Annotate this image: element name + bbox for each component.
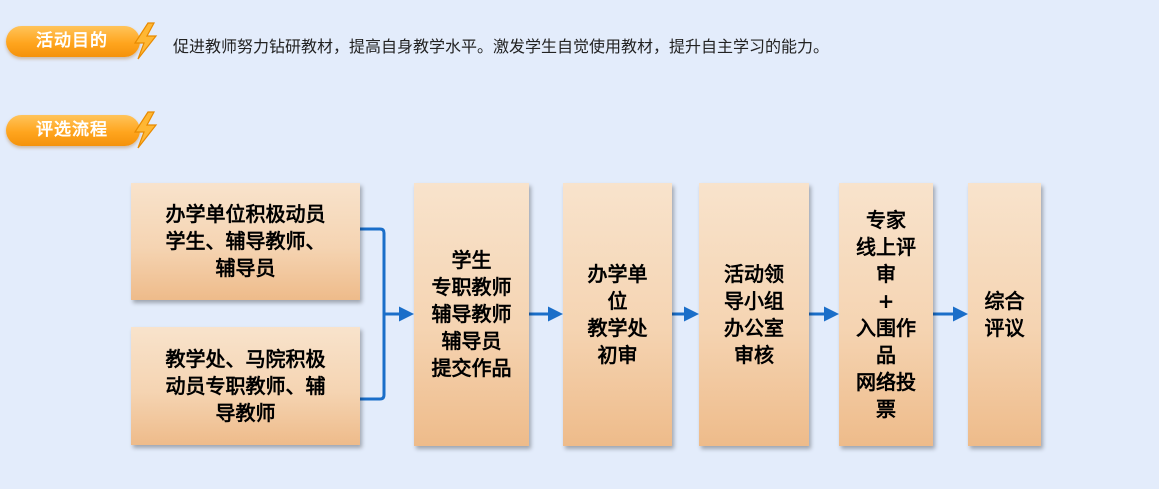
lightning-icon <box>133 22 158 60</box>
source-box-label: 办学单位积极动员 学生、辅导教师、 辅导员 <box>165 202 326 280</box>
source-box-units: 办学单位积极动员 学生、辅导教师、 辅导员 <box>131 183 360 300</box>
source-box-label: 教学处、马院积极 动员专职教师、辅 导教师 <box>165 346 326 425</box>
process-badge: 评选流程 <box>6 111 158 149</box>
process-badge-label: 评选流程 <box>36 120 108 140</box>
step-box-expert-review: 专家 线上评 审 + 入围作 品 网络投 票 <box>839 183 933 446</box>
step-box-label: 学生 专职教师 辅导教师 辅导员 提交作品 <box>431 248 512 380</box>
process-badge-pill: 评选流程 <box>6 115 140 146</box>
step-box-label: 活动领 导小组 办公室 审核 <box>724 261 784 367</box>
source-box-teaching-office: 教学处、马院积极 动员专职教师、辅 导教师 <box>131 327 360 445</box>
step-box-label: 综合 评议 <box>984 288 1025 340</box>
purpose-text: 促进教师努力钻研教材，提高自身教学水平。激发学生自觉使用教材，提升自主学习的能力… <box>173 37 830 56</box>
merge-bracket <box>360 227 386 401</box>
purpose-badge: 活动目的 <box>6 22 158 60</box>
step-box-label: 办学单 位 教学处 初审 <box>587 261 648 367</box>
step-box-final-evaluation: 综合 评议 <box>968 183 1041 446</box>
step-box-label: 专家 线上评 审 + 入围作 品 网络投 票 <box>856 207 916 421</box>
purpose-badge-pill: 活动目的 <box>6 26 140 57</box>
lightning-icon <box>133 111 158 149</box>
purpose-badge-label: 活动目的 <box>36 31 108 51</box>
step-box-initial-review: 办学单 位 教学处 初审 <box>563 183 672 446</box>
step-box-submit: 学生 专职教师 辅导教师 辅导员 提交作品 <box>414 183 529 446</box>
step-box-audit: 活动领 导小组 办公室 审核 <box>699 183 809 446</box>
